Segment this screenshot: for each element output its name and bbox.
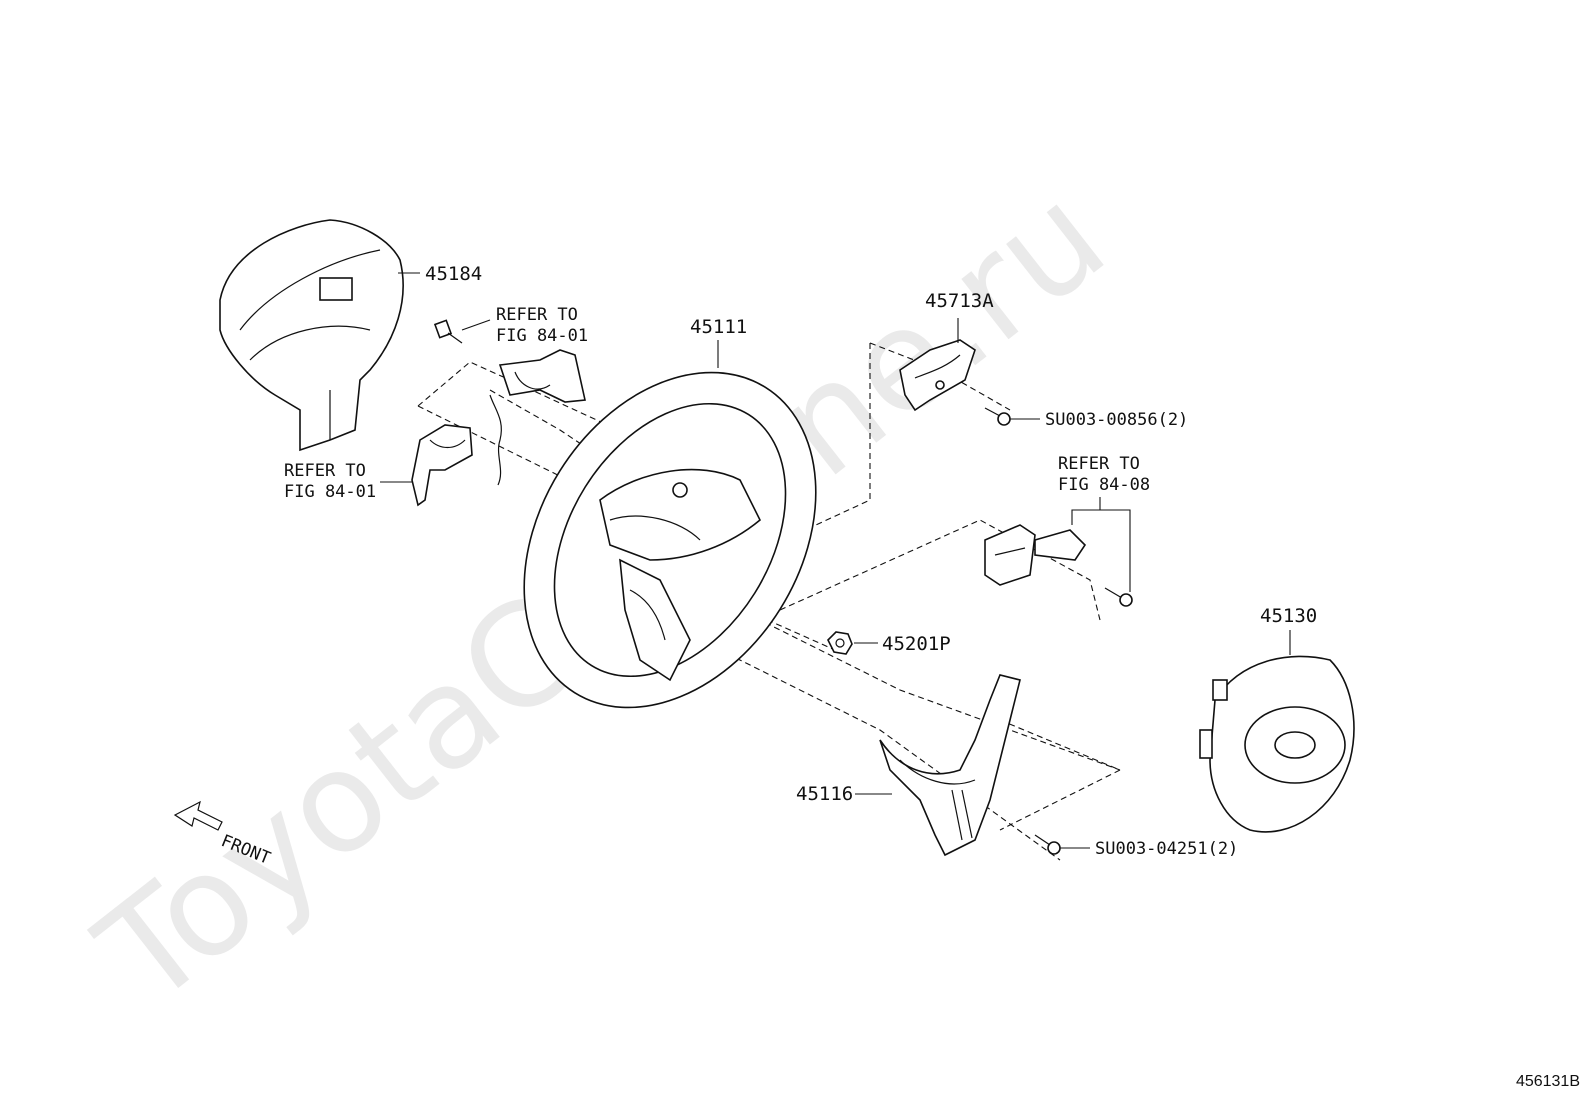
fig-84-01-top: FIG 84-01: [496, 326, 588, 346]
label-45201P: 45201P: [882, 633, 951, 655]
fig-84-08: FIG 84-08: [1058, 475, 1150, 495]
diagram-code: 456131B: [1515, 1073, 1580, 1090]
screw-00856-icon: [984, 407, 1011, 426]
label-su003-00856: SU003-00856(2): [1045, 410, 1188, 430]
screw-left-icon: [433, 319, 463, 344]
airbag-pad-45130[interactable]: [1199, 655, 1355, 833]
label-45116: 45116: [796, 783, 853, 805]
label-45111: 45111: [690, 316, 747, 338]
fig-84-01-left: FIG 84-01: [284, 482, 376, 502]
paddle-switch-lower[interactable]: [411, 424, 473, 507]
label-su003-04251: SU003-04251(2): [1095, 839, 1238, 859]
label-45713A: 45713A: [925, 290, 994, 312]
refer-to-top: REFER TO: [496, 305, 578, 325]
label-45184: 45184: [425, 263, 482, 285]
front-arrow-icon: [173, 800, 223, 831]
screw-right-icon: [1104, 587, 1133, 607]
screw-04251-icon: [1034, 834, 1061, 855]
refer-to-right: REFER TO: [1058, 454, 1140, 474]
paddle-switch-upper[interactable]: [489, 349, 586, 486]
column-cover-45184[interactable]: [219, 219, 404, 452]
switch-right[interactable]: [984, 524, 1087, 586]
steering-wheel-45111[interactable]: [464, 318, 875, 761]
lower-cover-45116[interactable]: [879, 674, 1021, 857]
switch-45713A[interactable]: [899, 339, 976, 412]
nut-45201P[interactable]: [827, 631, 853, 655]
label-45130: 45130: [1260, 605, 1317, 627]
refer-to-left: REFER TO: [284, 461, 366, 481]
